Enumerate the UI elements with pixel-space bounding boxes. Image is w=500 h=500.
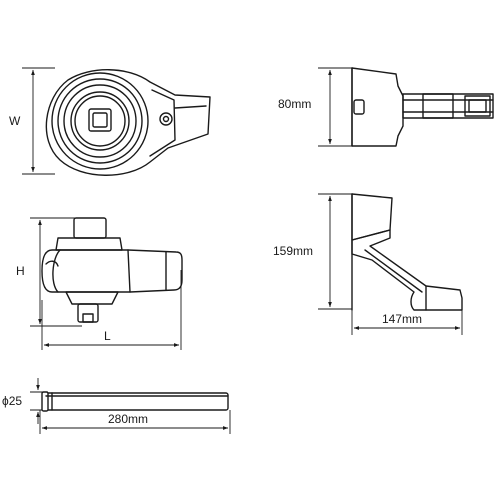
- profile-height-label: 159mm: [273, 244, 313, 258]
- profile-view: 159mm 147mm: [273, 193, 463, 335]
- profile-arm: [351, 229, 463, 311]
- top-socket: [73, 217, 107, 239]
- bottom-square-drive: [77, 303, 99, 323]
- pivot-pin: [159, 112, 173, 126]
- top-view: W: [9, 67, 211, 176]
- front-body: [41, 249, 131, 293]
- square-drive-top: [88, 108, 112, 132]
- housing-outline: [351, 67, 404, 147]
- square-rod: [402, 93, 494, 119]
- profile-length-label: 147mm: [382, 312, 422, 326]
- reaction-bar-view: ϕ25 280mm: [2, 378, 231, 434]
- height-label: H: [16, 264, 25, 278]
- side-view: 80mm: [278, 67, 494, 147]
- bar-length-label: 280mm: [108, 412, 148, 426]
- length-label: L: [104, 329, 111, 343]
- front-view: H L: [16, 217, 183, 350]
- side-height-label: 80mm: [278, 97, 311, 111]
- width-label: W: [9, 114, 21, 128]
- profile-top-block: [351, 193, 393, 241]
- bar-diameter-label: ϕ25: [2, 394, 22, 408]
- head-body-outline: [45, 69, 211, 176]
